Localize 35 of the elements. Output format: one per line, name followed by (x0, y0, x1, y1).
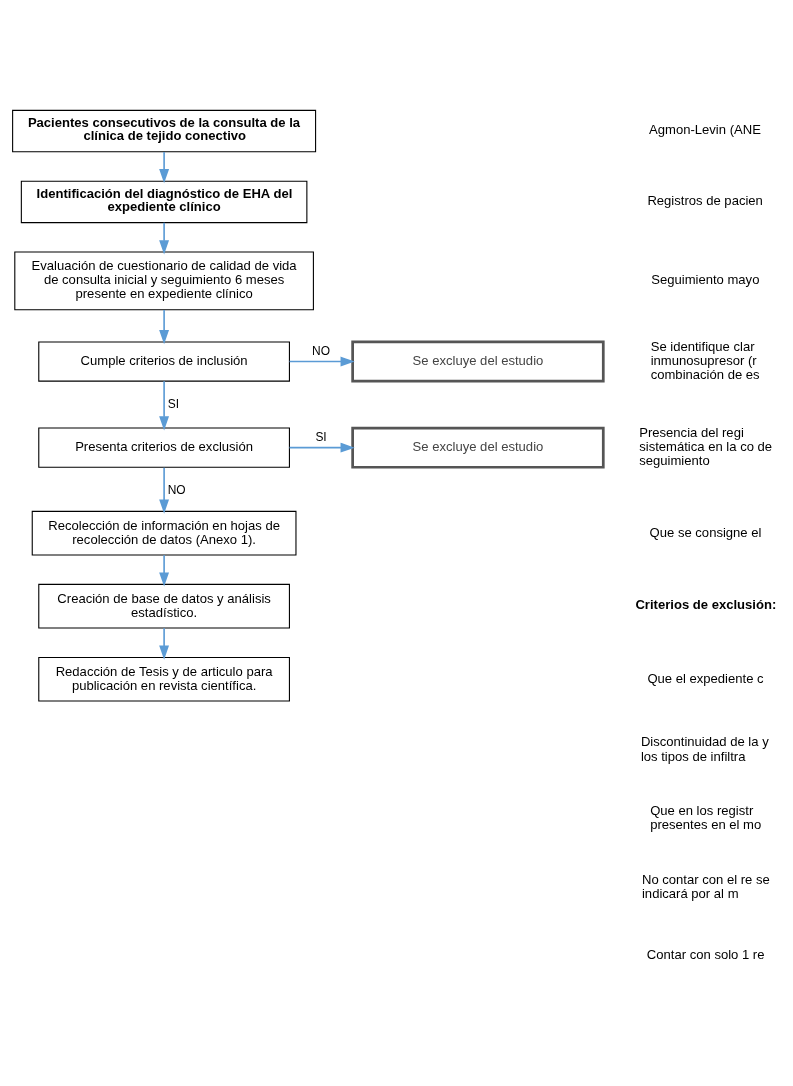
edge-label: NO (167, 482, 186, 497)
label: Se identifique clar inmunosupresor (r combinación de es (650, 338, 760, 383)
arrow (288, 356, 355, 367)
label: Criterios de exclusión: (635, 596, 777, 612)
label: Agmon-Levin (ANE (649, 122, 761, 138)
arrow (288, 442, 355, 453)
arrow (159, 627, 170, 660)
node-box: Se excluye del estudio (351, 426, 605, 469)
label: Que el expediente c (647, 670, 764, 686)
node-box: Se excluye del estudio (351, 340, 605, 383)
node-box: Recolección de información en hojas de recolección de datos (Anexo 1). (31, 510, 297, 556)
edge-label: NO (312, 343, 331, 358)
label: Seguimiento mayo (651, 272, 760, 288)
arrow (159, 221, 170, 255)
node-box: Identificación del diagnóstico de EHA del expediente clínico (20, 180, 308, 224)
label: Presencia del regi sistemática en la co de seguimiento (639, 424, 773, 469)
edge-label: SI (315, 429, 327, 444)
label: Contar con solo 1 re (646, 947, 765, 963)
label: Discontinuidad de la y los tipos de infiltra (640, 734, 769, 764)
label: Que se consigne el (649, 524, 762, 540)
node-box: Evaluación de cuestionario de calidad de vida de consulta inicial y seguimiento 6 meses presente en expediente clínico (14, 251, 314, 311)
edge-label: SI (167, 396, 180, 411)
arrow (159, 554, 170, 587)
arrow (159, 466, 170, 514)
label: Que en los registr presentes en el mo (650, 803, 762, 833)
arrow (159, 380, 170, 431)
node-box: Redacción de Tesis y de articulo para publicación en revista científica. (38, 656, 290, 702)
node-box: Presenta criterios de exclusión (38, 427, 290, 468)
node-box: Cumple criterios de inclusión (38, 341, 290, 382)
label: No contar con el re se indicará por al m (641, 871, 770, 901)
node-box: Pacientes consecutivos de la consulta de la clínica de tejido conectivo (12, 109, 317, 153)
arrow (159, 151, 170, 184)
arrow (159, 309, 170, 345)
node-box: Creación de base de datos y análisis estadístico. (38, 583, 290, 629)
label: Registros de pacien (647, 193, 763, 209)
